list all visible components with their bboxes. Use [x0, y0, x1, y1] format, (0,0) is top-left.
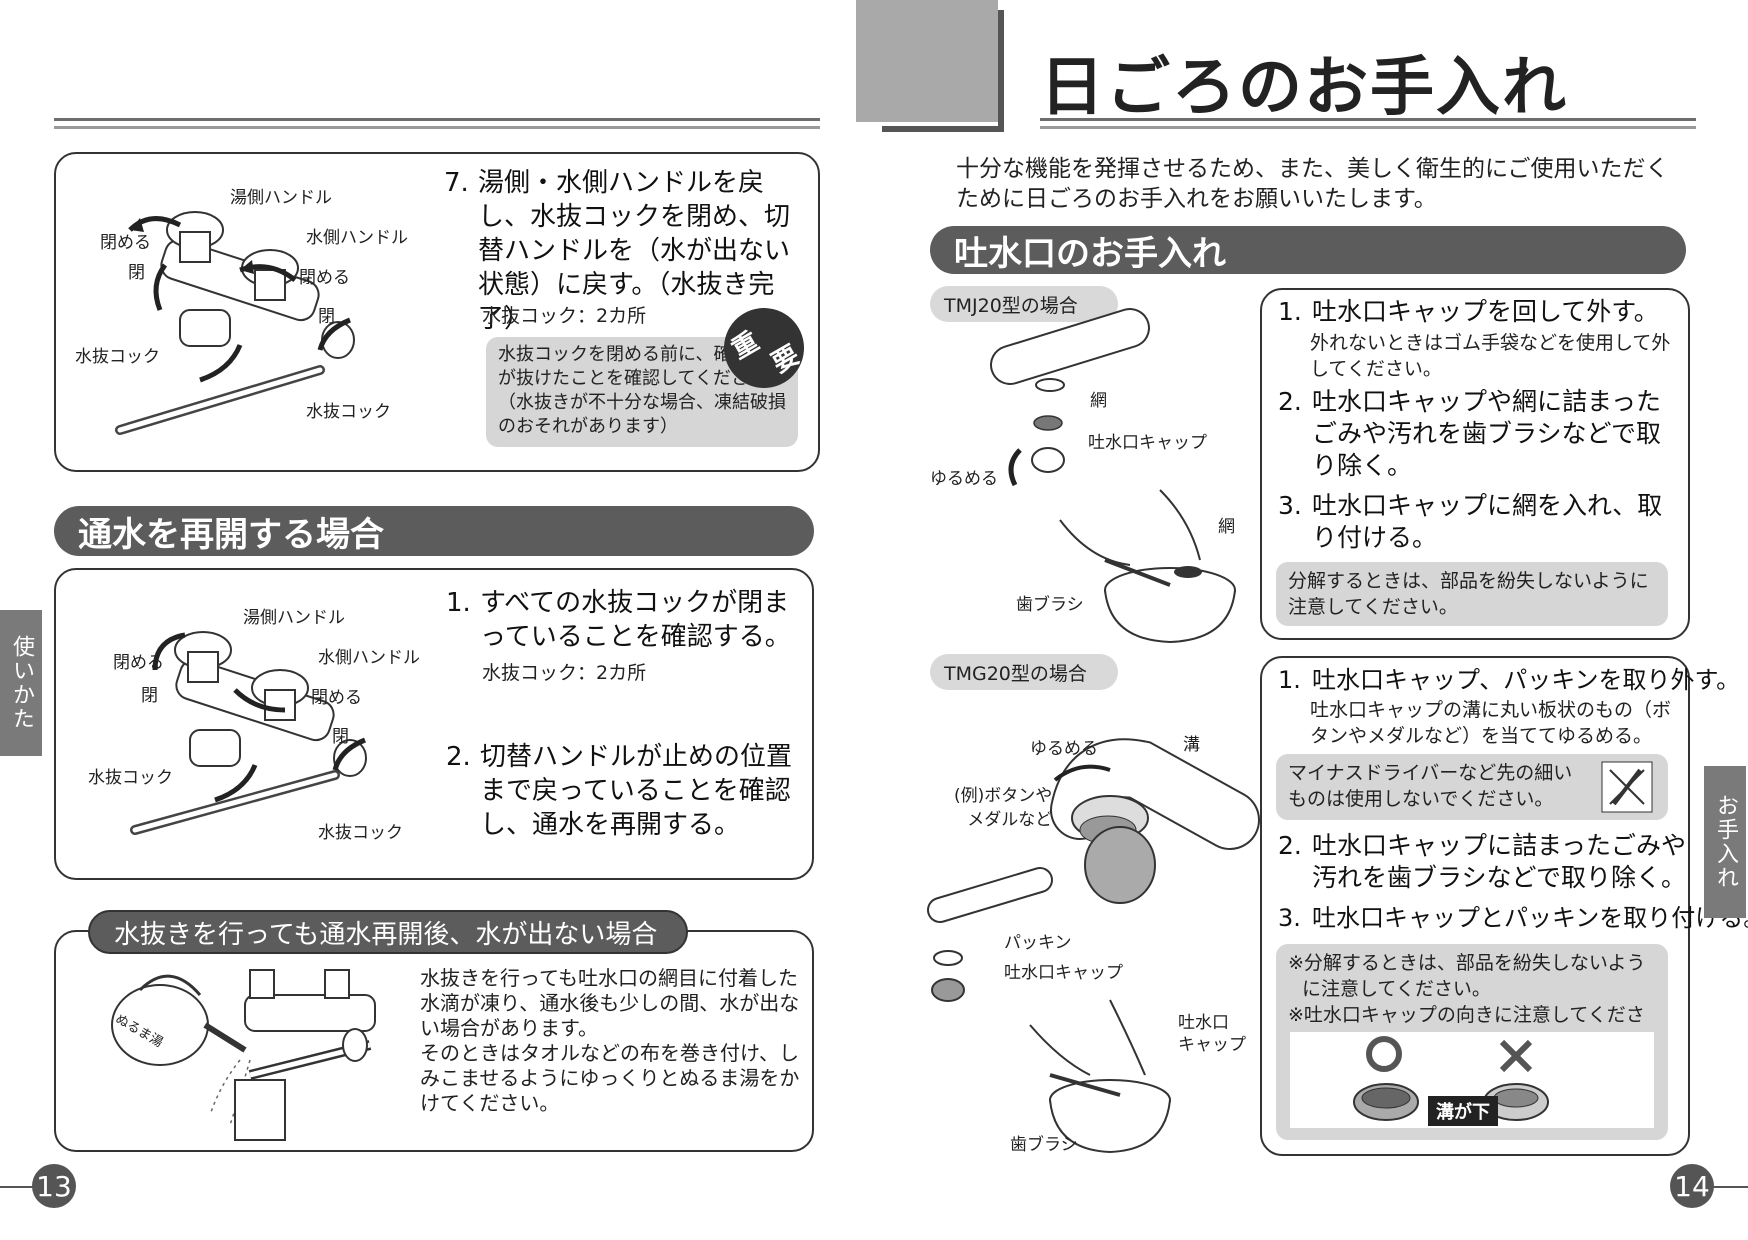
- label-close: 閉める: [113, 653, 164, 673]
- resume-box: [54, 568, 814, 880]
- correct-mark-icon: [1366, 1036, 1402, 1072]
- spout-section-title: 吐水口のお手入れ: [930, 226, 1686, 274]
- label-spout-cap-2: 吐水口 キャップ: [1178, 1013, 1246, 1055]
- wrong-mark-icon: [1499, 1039, 1533, 1073]
- groove-down-label: 溝が下: [1428, 1096, 1498, 1126]
- label-mesh: 網: [1218, 517, 1235, 537]
- label-loosen: ゆるめる: [930, 469, 998, 489]
- label-close-short: 閉: [332, 727, 349, 747]
- no-water-section-title: 水抜きを行っても通水再開後、水が出ない場合: [88, 910, 688, 954]
- tmg-step-3: 3. 吐水口キャップとパッキンを取り付ける。: [1278, 904, 1748, 932]
- tmj-step-3: 3. 吐水口キャップに網を入れ、取り付ける。: [1278, 491, 1663, 552]
- label-close: 閉める: [100, 233, 151, 253]
- label-close-short: 閉: [318, 307, 335, 327]
- tmg-step-1: 1. 吐水口キャップ、パッキンを取り外す。: [1278, 666, 1741, 694]
- top-rule-right: [1040, 118, 1696, 129]
- tmj-model-label: TMJ20型の場合: [930, 286, 1118, 322]
- top-rule-left: [54, 118, 820, 129]
- side-tab-care[interactable]: お手入れ: [1704, 766, 1746, 918]
- cap-orientation-illustration: [1353, 1036, 1549, 1121]
- faucet-drain-illustration: [115, 211, 355, 435]
- tmg-model-label: TMG20型の場合: [930, 654, 1118, 690]
- intro-text: 十分な機能を発揮させるため、また、美しく衛生的にご使用いただくために日ごろのお手…: [956, 156, 1669, 212]
- resume-section-title: 通水を再開する場合: [54, 506, 814, 556]
- side-tab-usage[interactable]: 使いかた: [0, 610, 42, 756]
- page-number-line: [1712, 1186, 1748, 1188]
- label-spout-cap: 吐水口キャップ: [1088, 433, 1207, 453]
- tmj-step-2: 2. 吐水口キャップや網に詰まったごみや汚れを歯ブラシなどで取り除く。: [1278, 387, 1662, 480]
- label-loosen: ゆるめる: [1030, 739, 1098, 759]
- label-packing: パッキン: [1004, 933, 1072, 953]
- tmg-note-1: ※分解するときは、部品を紛失しないように注意してください。: [1288, 952, 1646, 1000]
- title-deco-shadow: [882, 10, 1004, 132]
- kettle-towel-illustration: [111, 969, 376, 1141]
- label-spout-cap: 吐水口キャップ: [1004, 963, 1123, 983]
- label-drain-cock: 水抜コック: [75, 347, 160, 367]
- label-groove: 溝: [1183, 735, 1200, 755]
- label-close-short: 閉: [128, 263, 145, 283]
- label-close: 閉める: [311, 688, 362, 708]
- tmg-step-2: 2. 吐水口キャップに詰まったごみや汚れを歯ブラシなどで取り除く。: [1278, 831, 1687, 892]
- label-cold-handle: 水側ハンドル: [318, 648, 420, 668]
- no-screwdriver-icon: [1601, 761, 1653, 813]
- faucet-resume-illustration: [130, 631, 367, 835]
- drain-cock-count: 水抜コック：2カ所: [482, 305, 647, 327]
- step-7: 7. 湯側・水側ハンドルを戻し、水抜コックを閉め、切替ハンドルを（水が出ない状態…: [444, 168, 791, 334]
- resume-step-2: 2. 切替ハンドルが止めの位置まで戻っていることを確認し、通水を再開する。: [446, 742, 793, 840]
- page-number-left: 13: [32, 1164, 76, 1208]
- tmj-illustration: [990, 308, 1236, 644]
- title-deco-block: [856, 0, 998, 122]
- label-close: 閉める: [299, 268, 350, 288]
- tmg-step-1-sub: 吐水口キャップの溝に丸い板状のもの（ボタンやメダルなど）を当ててゆるめる。: [1310, 699, 1672, 747]
- label-cold-handle: 水側ハンドル: [306, 228, 408, 248]
- label-mesh: 網: [1090, 391, 1107, 411]
- drain-cock-count: 水抜コック：2カ所: [482, 662, 647, 684]
- tmj-note: 分解するときは、部品を紛失しないように注意してください。: [1276, 562, 1668, 626]
- label-hot-handle: 湯側ハンドル: [243, 608, 345, 628]
- page-number-right: 14: [1670, 1164, 1714, 1208]
- tmj-step-1: 1. 吐水口キャップを回して外す。: [1278, 297, 1659, 326]
- resume-step-1: 1. すべての水抜コックが閉まっていることを確認する。: [446, 588, 791, 652]
- label-drain-cock: 水抜コック: [318, 823, 403, 843]
- page-number-line: [0, 1186, 40, 1188]
- label-button-medal-example: (例)ボタンや メダルなど: [954, 786, 1053, 830]
- drain-warning-note: 水抜コックを閉める前に、確実に水が抜けたことを確認してください。（水抜きが不十分…: [486, 337, 798, 447]
- page-title: 日ごろのお手入れ: [1040, 51, 1568, 125]
- label-hot-handle: 湯側ハンドル: [230, 188, 332, 208]
- label-drain-cock: 水抜コック: [88, 768, 173, 788]
- tmj-step-1-sub: 外れないときはゴム手袋などを使用して外してください。: [1310, 332, 1671, 380]
- tmg-illustration: [927, 738, 1260, 1154]
- label-close-short: 閉: [141, 686, 158, 706]
- label-toothbrush: 歯ブラシ: [1016, 595, 1084, 615]
- no-water-text: 水抜きを行っても吐水口の網目に付着した水滴が凍り、通水後も少しの間、水が出ない場…: [420, 966, 800, 1115]
- label-toothbrush: 歯ブラシ: [1010, 1135, 1078, 1155]
- label-drain-cock: 水抜コック: [306, 402, 391, 422]
